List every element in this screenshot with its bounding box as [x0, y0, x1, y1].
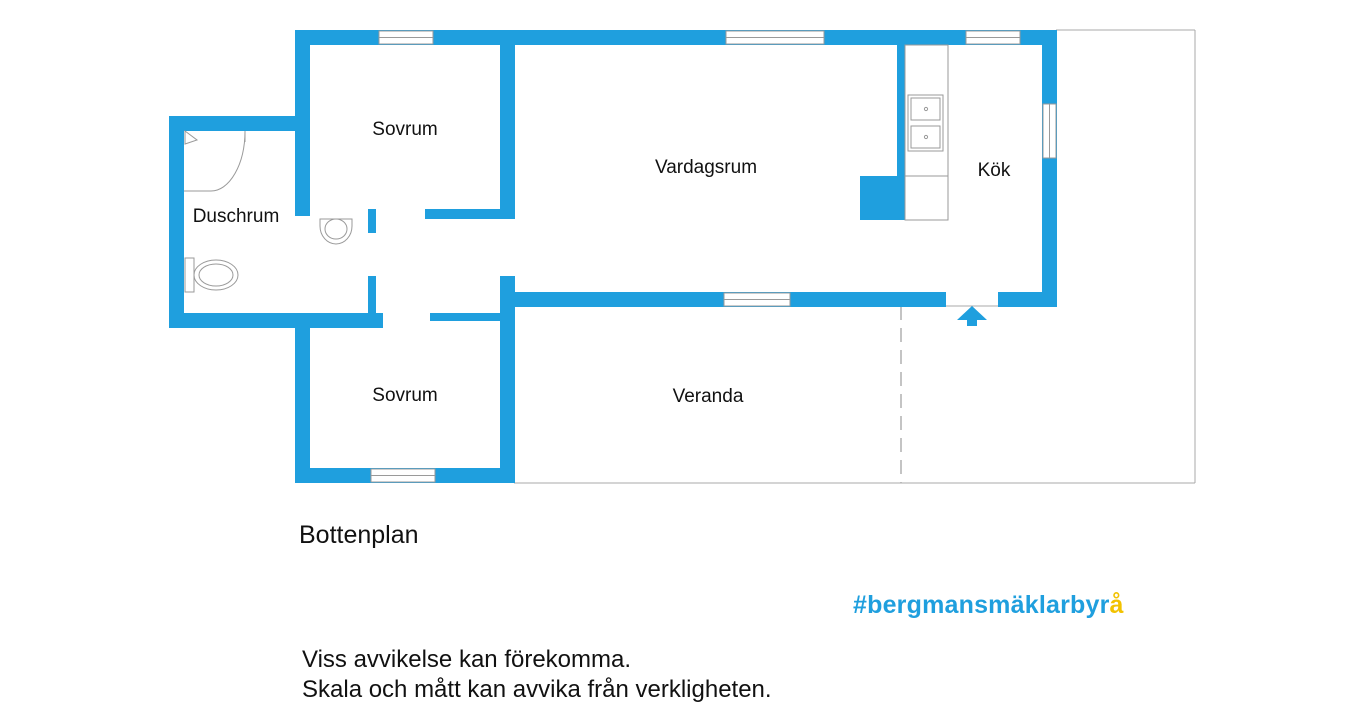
room-label-shower-room: Duschrum [193, 206, 280, 227]
entrance-arrow-icon [957, 306, 987, 326]
brand-text: #bergmansmäklarbyr [853, 591, 1110, 619]
kitchen-counter [904, 44, 949, 221]
bathroom-fixtures [184, 130, 353, 293]
plan-caption: Bottenplan [299, 521, 419, 549]
room-label-veranda: Veranda [673, 386, 744, 407]
disclaimer: Viss avvikelse kan förekomma. Skala och … [302, 645, 772, 705]
room-label-living-room: Vardagsrum [655, 157, 757, 178]
room-label-kitchen: Kök [978, 160, 1011, 181]
room-label-bedroom-upper: Sovrum [372, 119, 437, 140]
veranda-outline [514, 29, 1196, 484]
windows [370, 30, 1057, 483]
brand-hashtag: #bergmansmäklarbyrå [853, 591, 1124, 620]
walls [169, 30, 1057, 483]
room-label-bedroom-lower: Sovrum [372, 385, 437, 406]
brand-accent-letter: å [1109, 591, 1124, 619]
disclaimer-line-2: Skala och mått kan avvika från verklighe… [302, 676, 772, 703]
disclaimer-line-1: Viss avvikelse kan förekomma. [302, 646, 632, 673]
